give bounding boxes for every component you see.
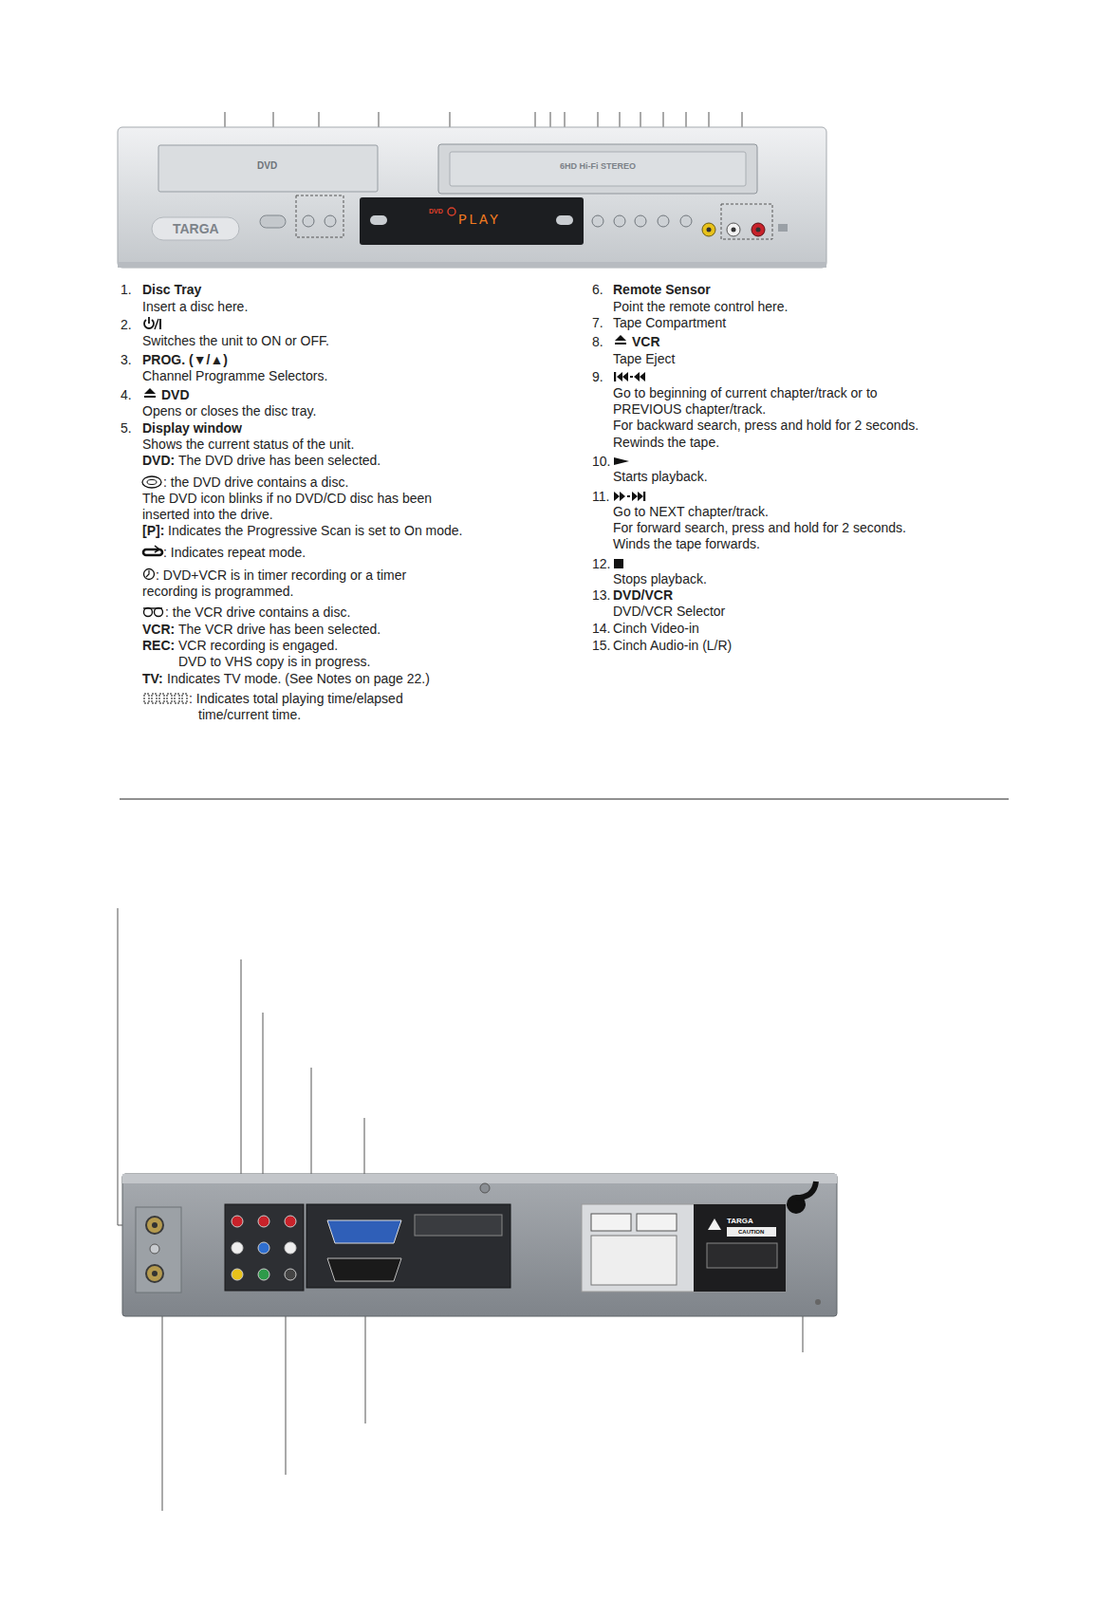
description-text: For backward search, press and hold for …	[612, 417, 919, 434]
callout-number: 12.	[592, 556, 611, 573]
description-text: Indicates TV mode. (See Notes on page 22…	[167, 670, 430, 687]
part-title: PROG. (▼/▲)	[142, 352, 228, 369]
description-text: Cinch Video-in	[612, 620, 700, 637]
description-text: Switches the unit to ON or OFF.	[142, 333, 330, 350]
description-text: Go to NEXT chapter/track.	[612, 503, 769, 520]
part-title: VCR	[631, 334, 661, 351]
description-text: Stops playback.	[612, 571, 707, 588]
callout-number: 11.	[592, 488, 610, 505]
description-text: : DVD+VCR is in timer recording or a tim…	[155, 567, 407, 584]
description-text: The DVD drive has been selected.	[178, 452, 381, 469]
description-text: Indicates the Progressive Scan is set to…	[167, 522, 464, 539]
description-text: time/current time.	[198, 706, 301, 724]
part-title: Remote Sensor	[612, 281, 711, 298]
description-text: Shows the current status of the unit.	[142, 436, 354, 453]
device-logo: DVD	[257, 160, 278, 172]
description-text: Insert a disc here.	[142, 298, 248, 316]
indicator-name: TV:	[142, 670, 164, 687]
description-text: Point the remote control here.	[612, 298, 788, 316]
separator-rule	[119, 798, 1009, 799]
description-text: DVD/VCR Selector	[612, 603, 725, 620]
description-text: VCR recording is engaged.	[178, 637, 338, 654]
callout-number: 14.	[592, 620, 611, 637]
description-text: : Indicates repeat mode.	[163, 544, 306, 561]
callout-number: 2.	[120, 316, 132, 334]
description-text: For forward search, press and hold for 2…	[612, 519, 907, 537]
callout-number: 9.	[592, 369, 604, 386]
indicator-name: DVD:	[142, 452, 175, 469]
warning-text: CAUTION	[738, 1228, 764, 1236]
description-text: : Indicates total playing time/elapsed	[188, 690, 404, 707]
callout-number: 5.	[120, 420, 132, 437]
description-text: Opens or closes the disc tray.	[142, 403, 316, 420]
display-text: PLAY	[458, 212, 501, 230]
description-text: The DVD icon blinks if no DVD/CD disc ha…	[142, 490, 432, 507]
rear-panel	[122, 1173, 837, 1317]
part-title: Disc Tray	[142, 281, 202, 298]
callout-number: 13.	[592, 587, 611, 604]
description-text: inserted into the drive.	[142, 506, 274, 523]
indicator-name: REC:	[142, 637, 175, 654]
front-panel	[117, 127, 827, 268]
part-title: DVD	[161, 387, 190, 404]
callout-number: 15.	[592, 637, 611, 654]
description-text: recording is programmed.	[142, 583, 295, 600]
callout-number: 10.	[592, 453, 611, 470]
display-indicator: DVD	[428, 207, 444, 216]
description-text: Rewinds the tape.	[612, 434, 720, 451]
callout-number: 7.	[592, 315, 604, 332]
callout-number: 6.	[592, 281, 604, 298]
brand-logo: TARGA	[172, 221, 220, 238]
description-text: Cinch Audio-in (L/R)	[612, 637, 732, 654]
description-text: Go to beginning of current chapter/track…	[612, 385, 878, 402]
description-text: Tape Compartment	[612, 315, 726, 332]
description-text: : the VCR drive contains a disc.	[165, 604, 351, 621]
description-text: The VCR drive has been selected.	[178, 621, 381, 638]
indicator-name: VCR:	[142, 621, 175, 638]
description-text: PREVIOUS chapter/track.	[612, 401, 766, 418]
part-title: DVD/VCR	[612, 587, 673, 604]
description-text: Channel Programme Selectors.	[142, 368, 328, 385]
device-logo: 6HD Hi-Fi STEREO	[559, 161, 636, 172]
part-title: Display window	[142, 420, 242, 437]
callout-number: 8.	[592, 334, 604, 351]
indicator-name: [P]:	[142, 522, 165, 539]
callout-number: 4.	[120, 387, 132, 404]
callout-number: 1.	[120, 281, 132, 298]
description-text: Tape Eject	[612, 351, 675, 368]
description-text: Starts playback.	[612, 468, 708, 485]
description-text: DVD to VHS copy is in progress.	[178, 653, 371, 670]
brand-logo: TARGA	[726, 1216, 754, 1226]
description-text: : the DVD drive contains a disc.	[163, 474, 349, 491]
callout-number: 3.	[120, 352, 132, 369]
description-text: Winds the tape forwards.	[612, 536, 761, 553]
